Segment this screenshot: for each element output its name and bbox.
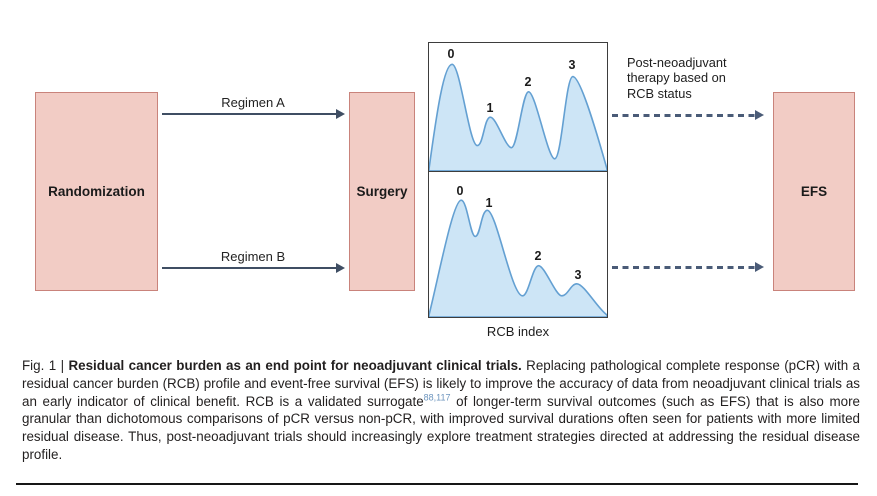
- reference-superscript: 88,117: [423, 392, 451, 403]
- figure-number: Fig. 1 |: [22, 358, 69, 373]
- peak-label-0: 0: [456, 184, 464, 198]
- density-curve-regimen-a: [429, 63, 607, 171]
- surgery-label: Surgery: [356, 184, 408, 199]
- peak-label-2: 2: [534, 249, 542, 263]
- efs-box: EFS: [773, 92, 855, 291]
- dashed-arrow-top: [612, 110, 764, 121]
- regimen-a-arrow: [162, 109, 345, 119]
- arrowhead-icon: [336, 109, 345, 119]
- figure-title: Residual cancer burden as an end point f…: [68, 358, 522, 373]
- peak-label-3: 3: [568, 58, 576, 72]
- density-curve-regimen-b: [429, 199, 607, 317]
- arrowhead-icon: [755, 110, 764, 121]
- rcb-plot-regimen-a: 0 1 2 3: [428, 42, 608, 171]
- post-neoadjuvant-note: Post-neoadjuvant therapy based on RCB st…: [627, 55, 727, 101]
- caption-divider-rule: [16, 483, 858, 485]
- rcb-index-axis-label: RCB index: [486, 324, 550, 339]
- dashed-arrow-bottom: [612, 262, 764, 273]
- regimen-b-arrow: [162, 263, 345, 273]
- caption-body-1: Replacing pathological complete response…: [22, 358, 860, 409]
- efs-label: EFS: [800, 184, 828, 199]
- peak-label-1: 1: [486, 101, 494, 115]
- surgery-box: Surgery: [349, 92, 415, 291]
- arrowhead-icon: [336, 263, 345, 273]
- caption-body-2: of longer-term survival outcomes (such a…: [22, 393, 860, 462]
- arrowhead-icon: [755, 262, 764, 273]
- figure-caption: Fig. 1 | Residual cancer burden as an en…: [22, 357, 860, 464]
- regimen-a-label: Regimen A: [221, 95, 285, 110]
- peak-label-2: 2: [524, 75, 532, 89]
- regimen-b-label: Regimen B: [220, 249, 286, 264]
- randomization-label: Randomization: [48, 184, 145, 199]
- peak-label-1: 1: [485, 196, 493, 210]
- peak-label-0: 0: [447, 47, 455, 61]
- randomization-box: Randomization: [35, 92, 158, 291]
- rcb-plot-regimen-b: 0 1 2 3: [428, 171, 608, 318]
- rcb-plot-stack: 0 1 2 3 0 1 2 3: [428, 42, 608, 318]
- peak-label-3: 3: [574, 268, 582, 282]
